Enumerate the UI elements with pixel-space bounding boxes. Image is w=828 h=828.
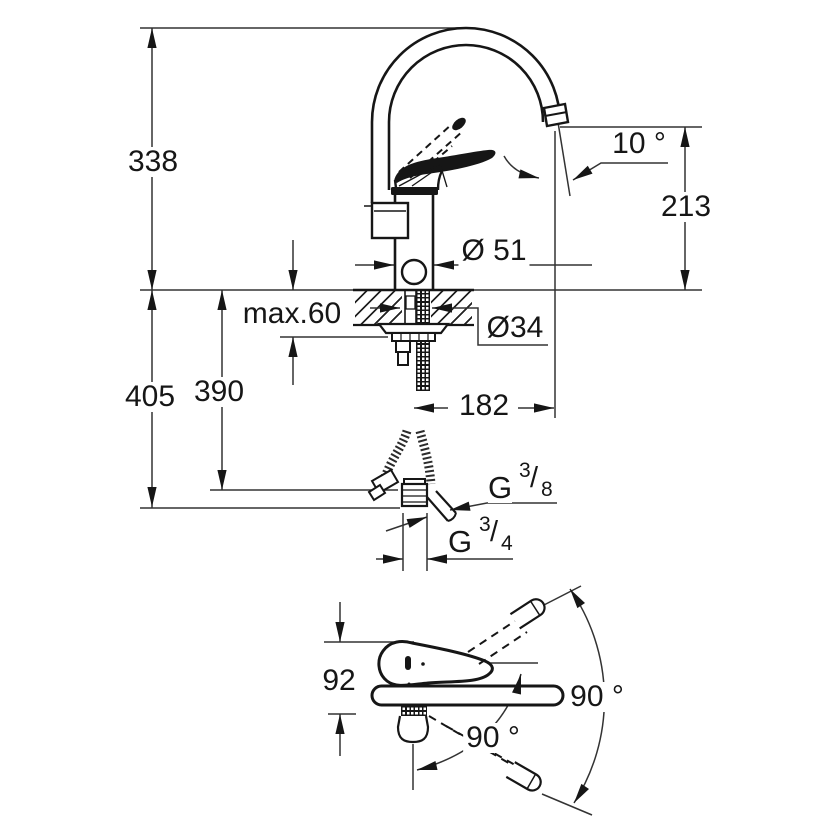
mounting-flange — [376, 322, 451, 335]
angle-90-mid-label: 90 ° — [463, 723, 523, 753]
thread-g34-label: G 3 / 4 — [446, 514, 522, 558]
aerator-line — [544, 111, 568, 117]
stub-ribs — [403, 489, 426, 503]
max-60-label: max.60 — [239, 299, 345, 329]
g34-denominator: 4 — [501, 532, 513, 555]
body-diameter-circle — [400, 258, 428, 286]
mounting-nut — [391, 332, 436, 342]
handle-dot-small — [407, 682, 411, 686]
angle-90-right-label: 90 ° — [567, 682, 627, 712]
nut-ticks — [400, 333, 429, 341]
handle-base-bar — [391, 187, 438, 195]
g38-denominator: 8 — [541, 478, 553, 501]
handle-dot — [421, 662, 425, 666]
dim-92-label: 92 — [319, 666, 359, 696]
g34-slash: / — [490, 516, 499, 548]
dia-51-label: Ø 51 — [458, 236, 530, 266]
thread-g38-label: G 3 / 8 — [486, 460, 562, 504]
cartridge-detail-lines — [398, 163, 448, 188]
topview-handle — [377, 640, 494, 687]
dim-213-label: 213 — [657, 192, 715, 222]
dim-338-label: 338 — [124, 147, 182, 177]
hose-fitting-left-tip — [367, 483, 387, 502]
lever-raised-position — [398, 123, 464, 179]
g38-slash: / — [530, 462, 539, 494]
topview-spout-bar — [370, 684, 565, 707]
topview-base — [396, 715, 430, 744]
dia-34-label: Ø34 — [483, 313, 547, 343]
side-box — [370, 201, 410, 240]
dim-182-label: 182 — [455, 391, 513, 421]
g38-letter: G — [488, 470, 513, 505]
side-box-detail — [364, 205, 406, 212]
g34-stub — [400, 482, 429, 508]
dim-405-label: 405 — [121, 382, 179, 412]
handle-marker — [405, 656, 411, 670]
side-fitting-upper — [395, 340, 411, 353]
swivel-tip-upper — [509, 598, 546, 630]
g34-numerator: 3 — [479, 513, 491, 536]
angle-10-label: 10 ° — [609, 129, 669, 159]
g38-numerator: 3 — [519, 459, 531, 482]
swivel-position-upper — [467, 618, 528, 665]
topview-shank-texture — [401, 704, 427, 716]
side-fitting-lower — [397, 351, 409, 366]
swivel-tip-lower — [505, 761, 542, 792]
lever-raised-tip — [452, 117, 466, 131]
g34-letter: G — [448, 524, 473, 559]
dimension-arrowheads — [147, 28, 690, 803]
dim-390-label: 390 — [190, 377, 248, 407]
